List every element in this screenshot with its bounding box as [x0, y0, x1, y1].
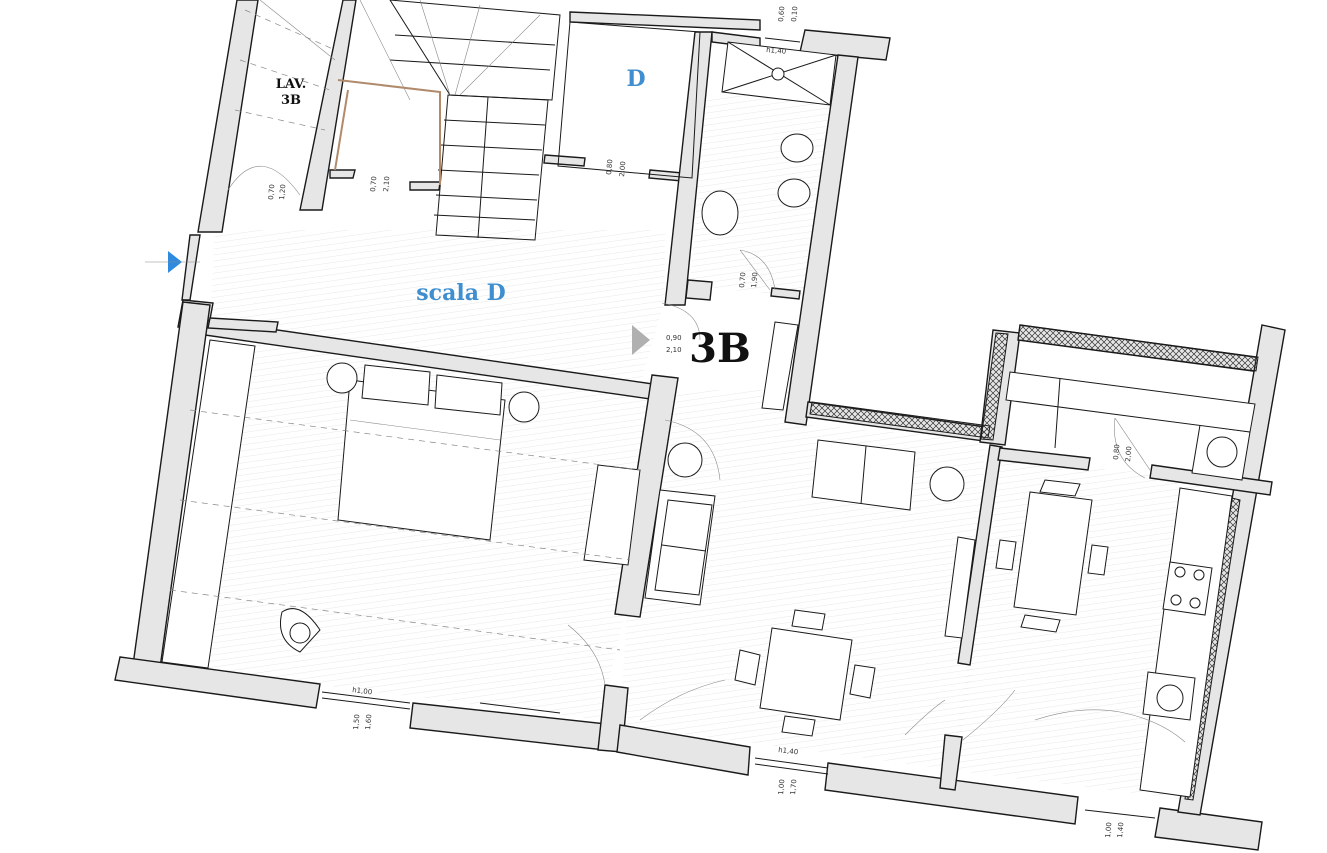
dim-d-door-b: 2,00: [618, 161, 627, 177]
dim-kitchen-door-b: 2,00: [1124, 446, 1133, 462]
dim-living-window: h1,40: [778, 746, 799, 756]
dim-entry-door-b: 2,10: [666, 346, 682, 354]
bedroom-furniture: [161, 339, 641, 669]
dim-d-door-a: 0,80: [605, 159, 614, 175]
dimension-labels: 0,60 0,10 h1,40 0,70 1,20 0,70 2,10 0,80…: [267, 6, 1133, 838]
dim-top-window-b: 0,10: [790, 6, 799, 22]
dim-kitchen-window-b: 1,40: [1116, 822, 1125, 838]
dining-table-living: [759, 627, 853, 721]
nightstand-left: [326, 362, 358, 394]
kitchen-furniture: [995, 371, 1256, 798]
dim-shower-window: h1,40: [766, 46, 787, 56]
dim-kitchen-window-a: 1,00: [1104, 822, 1113, 838]
dim-lav-door-b: 1,20: [278, 184, 287, 200]
lav-label-line1: LAV.: [276, 77, 307, 92]
tv-unit: [944, 536, 976, 639]
dim-bed-window-a: 1,50: [352, 714, 361, 730]
dim-stair-door-b: 2,10: [382, 176, 391, 192]
walls: [114, 0, 1286, 851]
kitchen-table: [1013, 491, 1093, 616]
dim-living-window-a: 1,00: [777, 779, 786, 795]
pantry-unit: [1005, 371, 1256, 433]
entry-door-arrow-icon: [632, 325, 650, 355]
nightstand-right: [508, 391, 540, 423]
side-table-left: [667, 442, 703, 478]
d-room-outline: [557, 21, 701, 179]
dim-bed-window-b: 1,60: [364, 714, 373, 730]
dim-bed-window: h1,00: [352, 686, 373, 696]
scala-d-label: scala D: [416, 280, 505, 306]
dim-kitchen-door-a: 0,80: [1112, 444, 1121, 460]
hob: [1162, 561, 1213, 616]
desk: [583, 464, 641, 566]
unit-label: 3B: [689, 325, 751, 372]
windows: [321, 37, 1156, 819]
sink: [1142, 671, 1196, 721]
toilet: [780, 133, 814, 163]
side-table-right: [929, 466, 965, 502]
lav-label-line2: 3B: [281, 93, 301, 108]
bidet: [777, 178, 811, 208]
dim-bath-door-a: 0,70: [738, 272, 747, 288]
wardrobe: [161, 339, 256, 669]
dim-bath-door-b: 1,90: [750, 272, 759, 288]
dim-top-window-a: 0,60: [777, 6, 786, 22]
washing-machine: [1191, 424, 1251, 481]
living-furniture: [567, 321, 1016, 741]
dim-living-window-b: 1,70: [789, 779, 798, 795]
room-d-label: D: [626, 66, 645, 92]
dim-lav-door-a: 0,70: [267, 184, 276, 200]
dim-entry-door-a: 0,90: [666, 334, 682, 342]
bathroom-fixtures: [701, 41, 837, 291]
washbasin: [701, 190, 739, 236]
staircase: [334, 0, 561, 241]
dim-stair-door-a: 0,70: [369, 176, 378, 192]
entry-cabinet: [761, 321, 799, 411]
lav-hatch: [227, 0, 336, 196]
